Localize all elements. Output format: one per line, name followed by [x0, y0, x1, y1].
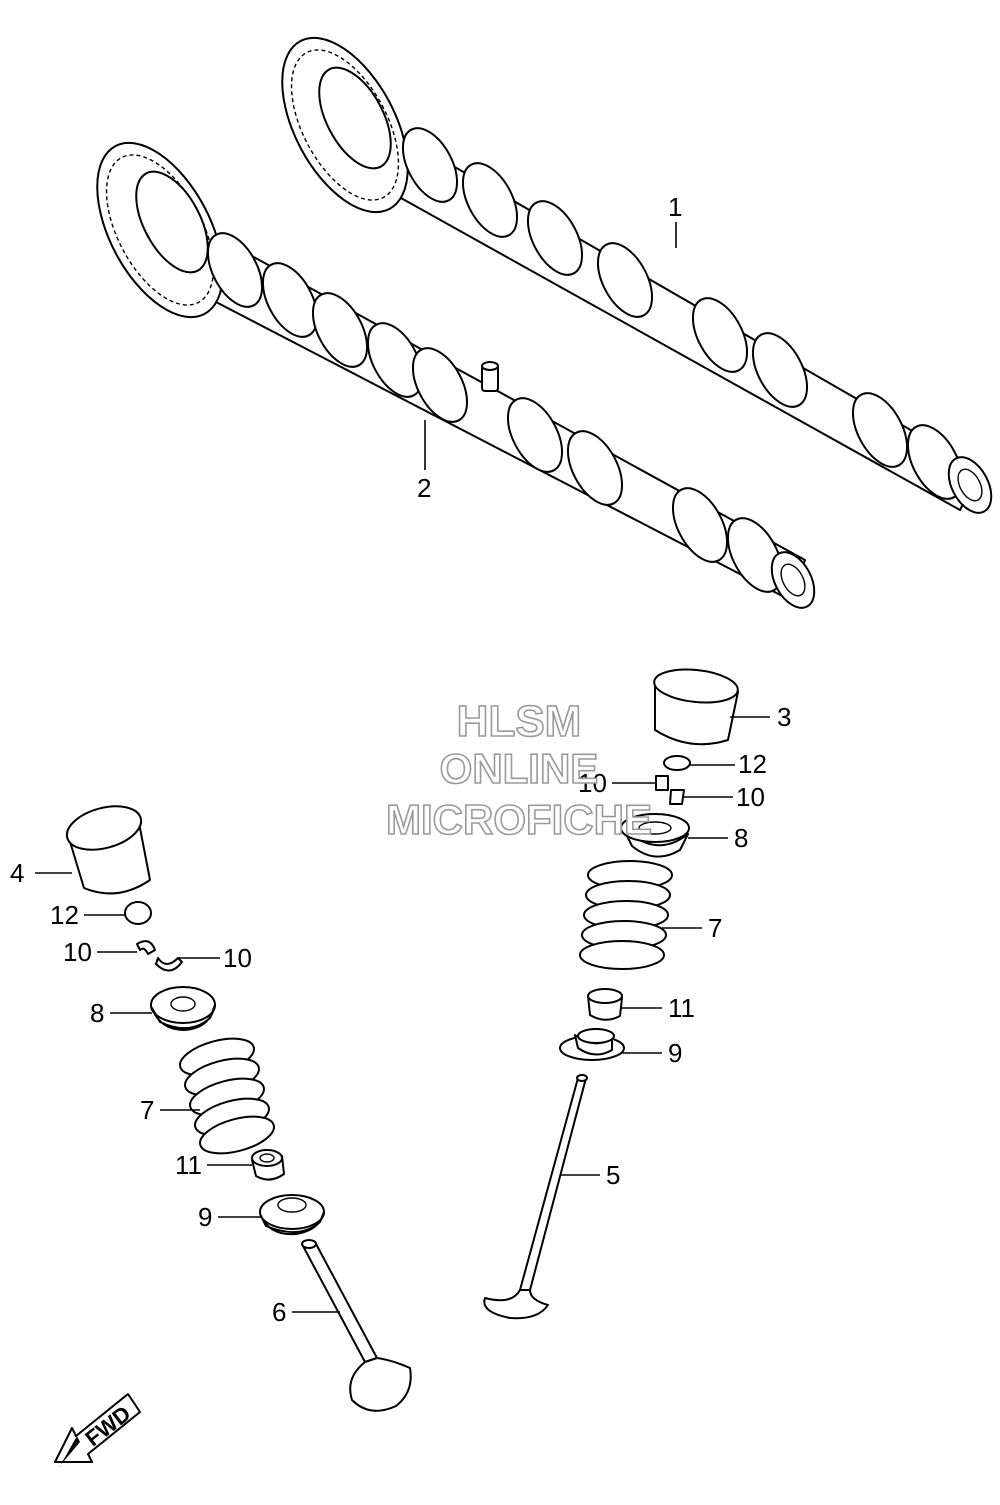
- spring-7-left: [179, 1037, 275, 1155]
- cotter-10-left-b: [155, 957, 183, 972]
- callout-9-left: 9: [198, 1202, 212, 1232]
- callout-10-left-a: 10: [63, 937, 92, 967]
- callout-12-left: 12: [50, 900, 79, 930]
- right-valve-assembly: [483, 668, 739, 1320]
- valve-5: [483, 1074, 588, 1320]
- callout-6: 6: [272, 1297, 286, 1327]
- shim-12-right: [663, 755, 691, 771]
- seat-9-right: [559, 1028, 625, 1061]
- callout-11-right: 11: [668, 993, 695, 1023]
- callout-5: 5: [606, 1160, 620, 1190]
- camshaft-2: [96, 141, 816, 609]
- fwd-arrow-shadow: [58, 1436, 80, 1468]
- callout-9-right: 9: [668, 1038, 682, 1068]
- spring-7-right: [579, 860, 673, 970]
- seal-11-right: [587, 988, 623, 1021]
- shim-12-left: [124, 901, 152, 925]
- callout-3: 3: [777, 702, 791, 732]
- retainer-8-right: [620, 813, 690, 858]
- left-valve-assembly: [65, 805, 412, 1412]
- callout-10-left-b: 10: [223, 943, 252, 973]
- camshaft-1: [281, 36, 993, 514]
- watermark-line3: MICROFICHE: [386, 796, 652, 843]
- fwd-arrow: FWD: [54, 1393, 141, 1468]
- callout-7-right: 7: [708, 913, 722, 943]
- callout-12-right: 12: [738, 749, 767, 779]
- callout-4: 4: [10, 858, 24, 888]
- callout-10-right-b: 10: [736, 782, 765, 812]
- cotter-10-right-a: [655, 775, 669, 791]
- callout-1: 1: [668, 192, 682, 222]
- retainer-8-left: [150, 986, 216, 1031]
- callout-labels: 1 2 3 12 10 10 8 7 11 9 5 4 12 10 10 8 7…: [10, 192, 791, 1327]
- watermark-line2: ONLINE: [440, 745, 599, 792]
- seal-11-left: [251, 1149, 285, 1181]
- callout-10-right-a: 10: [578, 768, 607, 798]
- tappet-3: [653, 668, 739, 746]
- callout-7-left: 7: [140, 1095, 154, 1125]
- callout-2: 2: [417, 473, 431, 503]
- callout-8-right: 8: [734, 823, 748, 853]
- cotter-10-right-b: [669, 789, 685, 805]
- cotter-10-left-a: [136, 940, 156, 955]
- seat-9-left: [259, 1194, 325, 1236]
- callout-11-left: 11: [175, 1150, 202, 1180]
- callout-8-left: 8: [90, 998, 104, 1028]
- leader-lines: [35, 222, 770, 1313]
- watermark-line1: HLSM: [457, 697, 582, 746]
- tappet-4: [65, 805, 151, 895]
- valve-6: [301, 1239, 412, 1412]
- watermark: HLSM ONLINE MICROFICHE: [385, 696, 653, 844]
